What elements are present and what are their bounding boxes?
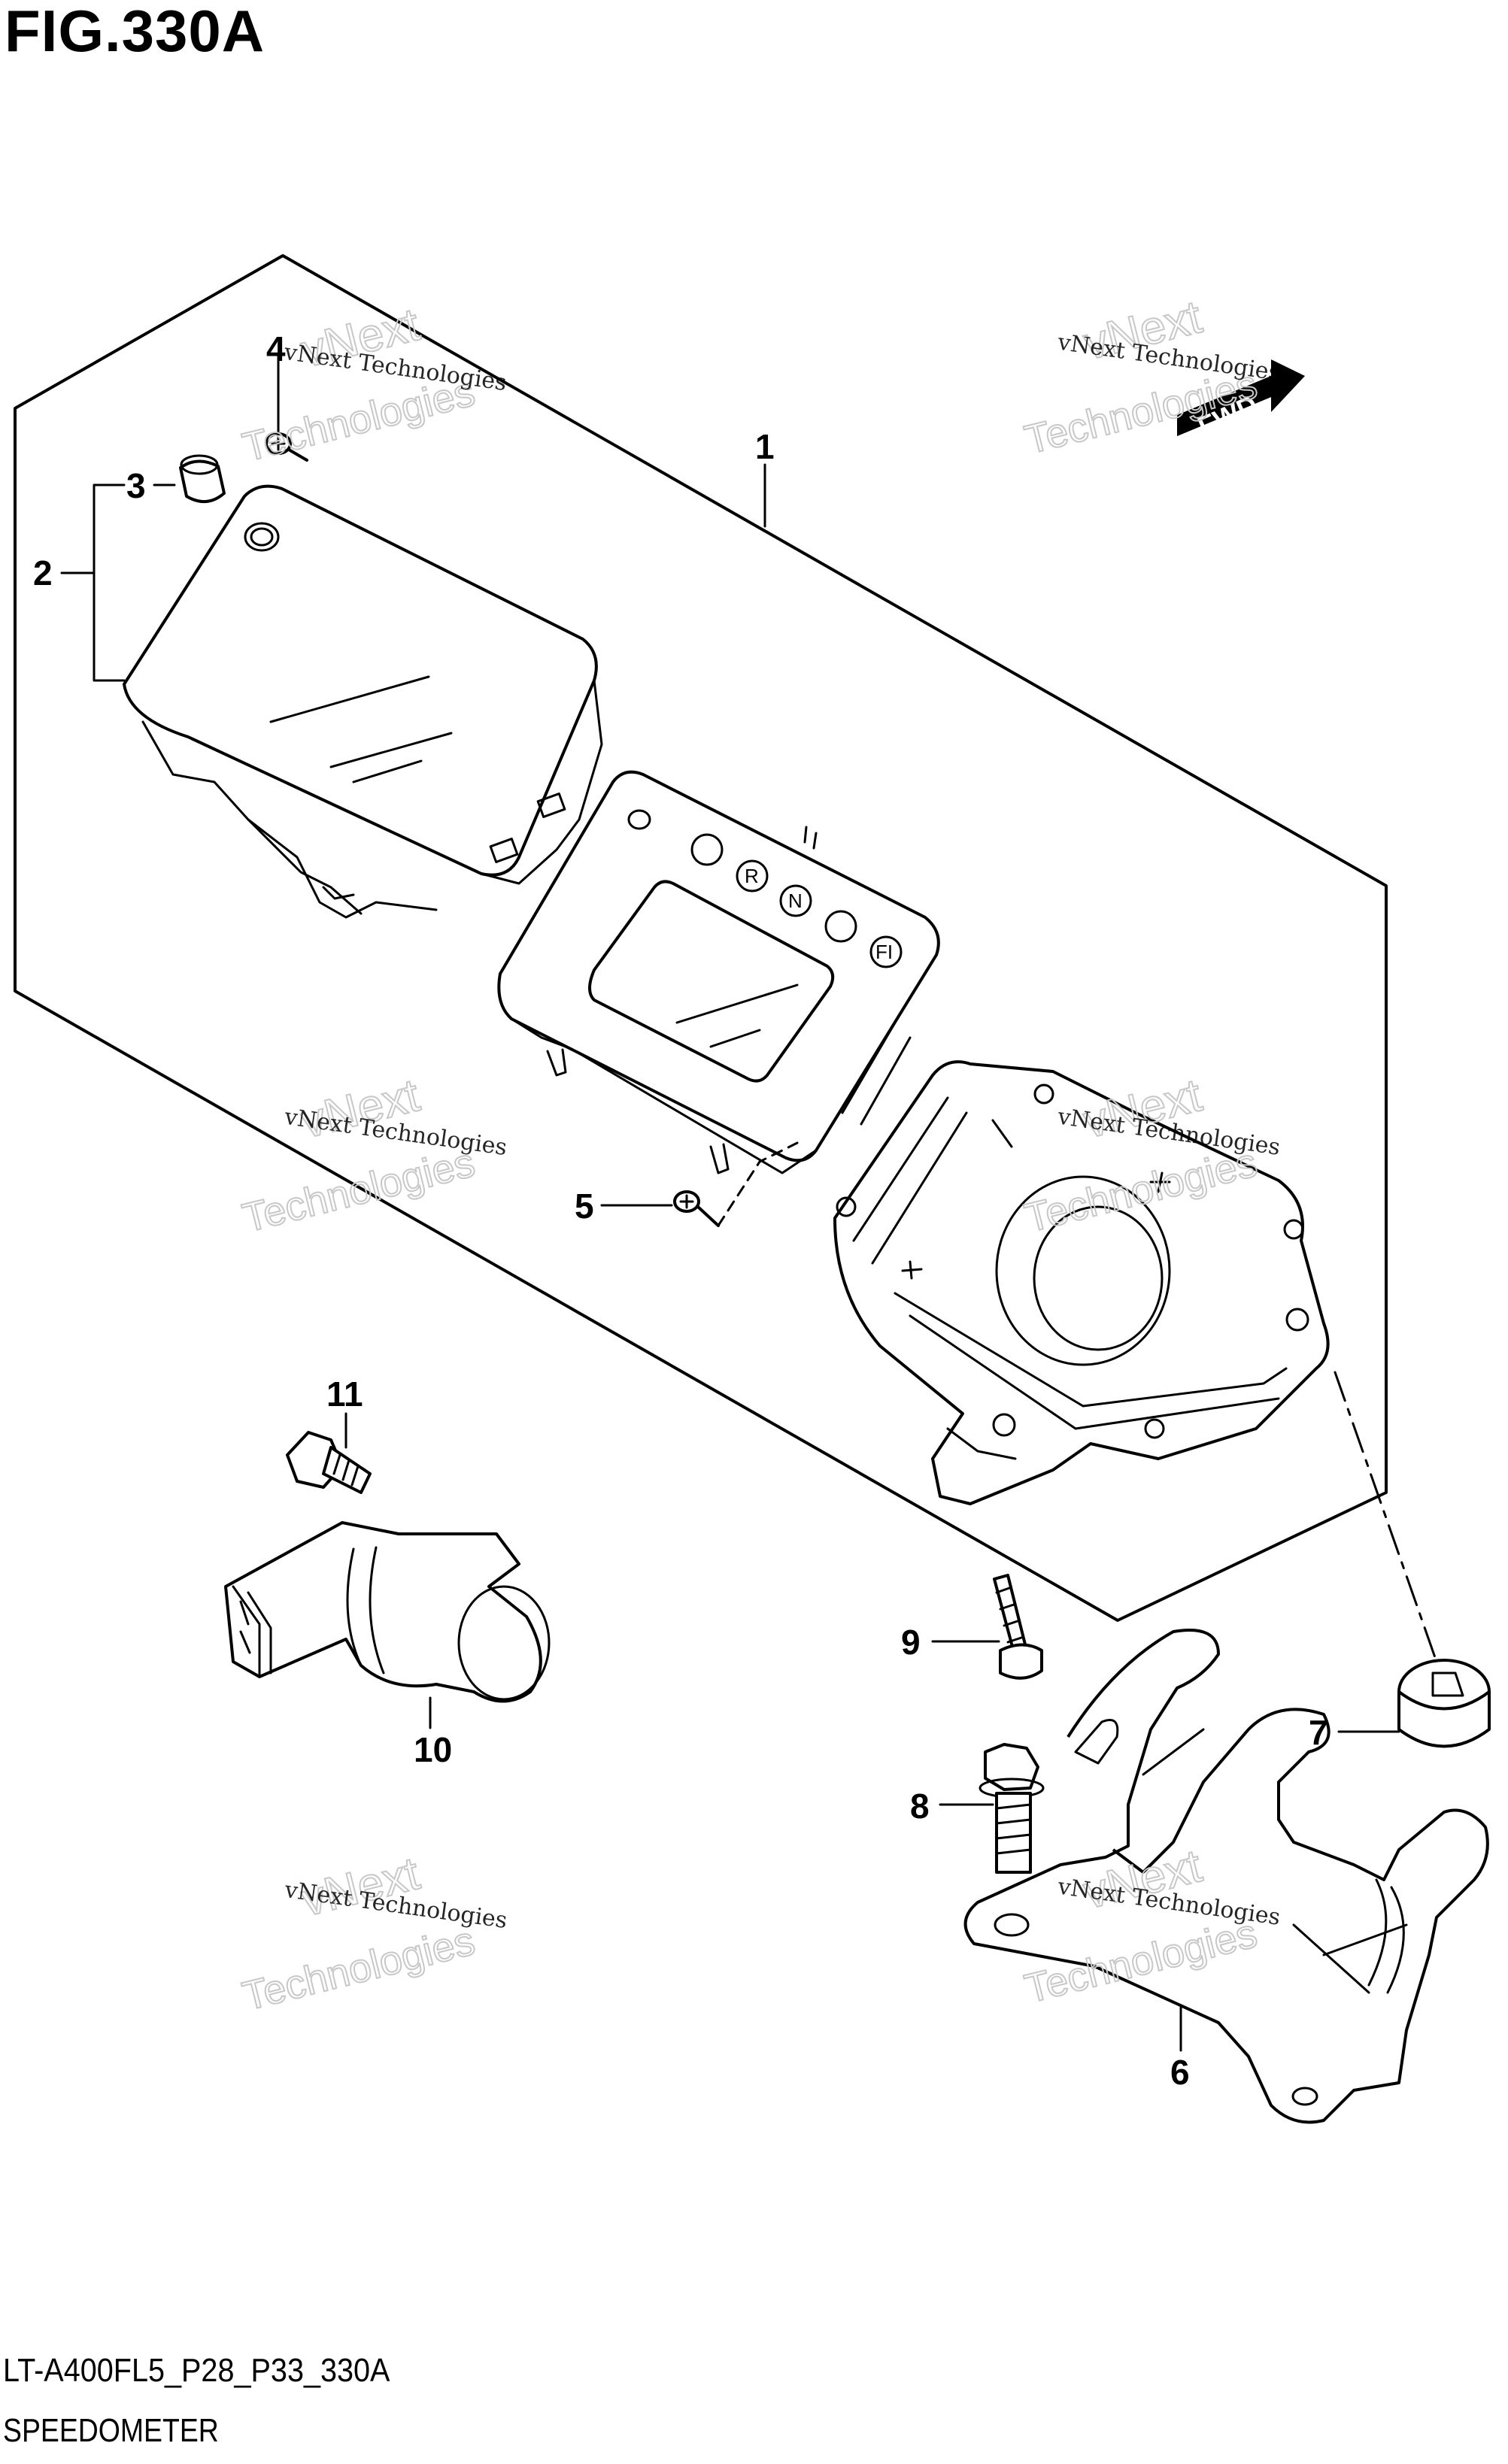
leader-lines: [60, 353, 1400, 2052]
meter-lcd-unit: R N FI: [497, 770, 940, 1174]
part-10-speed-sensor: [224, 1521, 551, 1703]
callout-3: 3: [126, 466, 146, 505]
part-8-flange-bolt: [979, 1743, 1045, 1874]
callout-2: 2: [33, 553, 53, 593]
watermark-top-right: vNext Technologies vNext Technologies: [1020, 290, 1282, 463]
part-5-screw: [673, 1141, 799, 1227]
assembly-outline: [14, 254, 1388, 1622]
callout-5: 5: [575, 1187, 594, 1226]
indicator-n: N: [788, 890, 803, 912]
part-4-screw: [265, 432, 308, 462]
alignment-line-7: [1334, 1371, 1438, 1663]
watermark-technologies: Technologies: [238, 1140, 479, 1241]
callout-8: 8: [910, 1787, 930, 1826]
watermark-technologies: Technologies: [238, 1918, 479, 2019]
part-6-bracket: [963, 1629, 1489, 2124]
callout-7: 7: [1309, 1713, 1328, 1752]
indicator-r: R: [745, 865, 759, 887]
callout-11: 11: [326, 1374, 363, 1414]
part-11-bolt: [286, 1431, 372, 1494]
watermark-mid-left: vNext Technologies vNext Technologies: [238, 1068, 508, 1241]
callout-6: 6: [1170, 2053, 1190, 2092]
callout-10: 10: [414, 1730, 452, 1769]
callout-1: 1: [755, 427, 775, 466]
meter-rear-case: [833, 1060, 1330, 1505]
part-3-grommet: [179, 454, 226, 503]
watermark-bottom-left: vNext Technologies vNext Technologies: [238, 1847, 509, 2020]
callout-9: 9: [901, 1623, 921, 1662]
callout-numbers: 1 2 3 4 5 6 7 8 9 10 11: [33, 329, 1328, 2092]
figure-title: FIG.330A: [5, 0, 265, 64]
callout-4: 4: [266, 329, 286, 368]
part-2-meter-cover: [123, 484, 603, 919]
part-7-cushion: [1397, 1659, 1491, 1748]
part-9-tapping-screw: [993, 1574, 1043, 1680]
indicator-fi: FI: [875, 941, 893, 963]
figure-name: SPEEDOMETER: [3, 2412, 219, 2449]
figure-code: LT-A400FL5_P28_P33_330A: [3, 2352, 390, 2389]
